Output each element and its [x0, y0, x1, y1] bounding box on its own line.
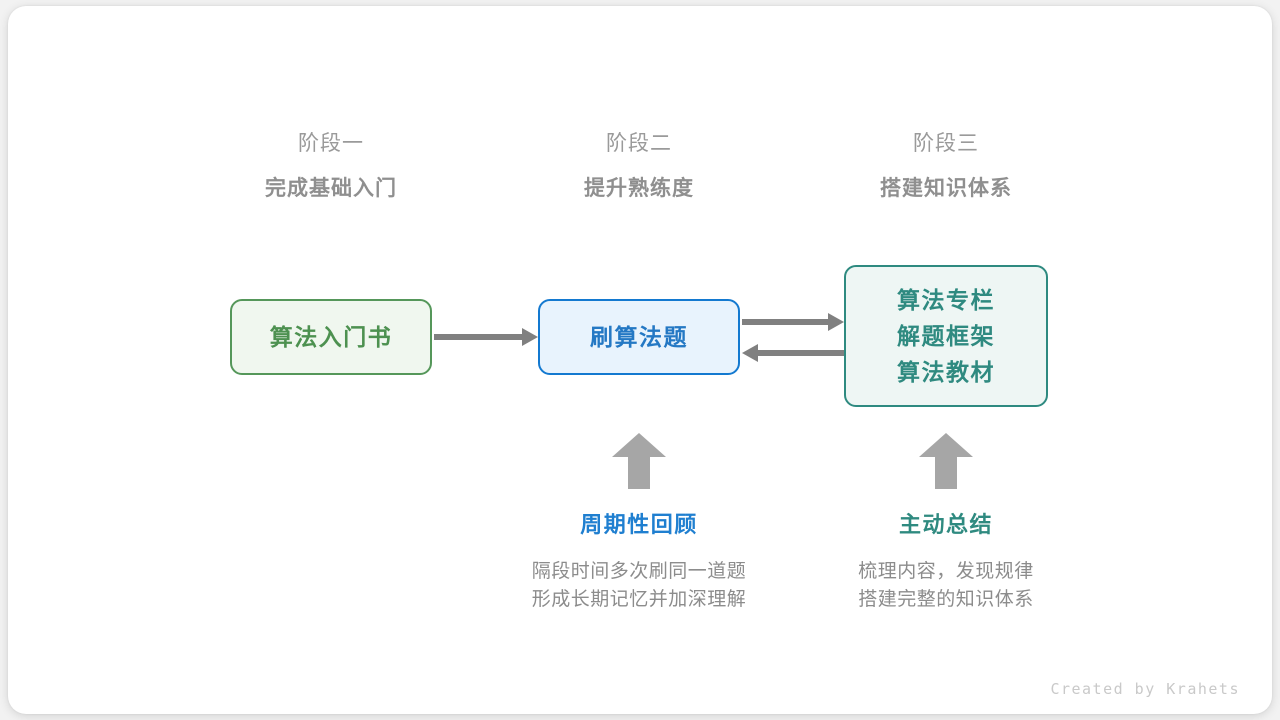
arrow-shaft — [434, 334, 522, 340]
arrow-shaft — [758, 350, 844, 356]
annotation-description-line: 搭建完整的知识体系 — [858, 589, 1034, 610]
node-algorithm-intro-book[interactable]: 算法入门书 — [230, 299, 432, 375]
annotation-periodic-review: 周期性回顾 隔段时间多次刷同一道题 形成长期记忆并加深理解 — [479, 510, 799, 614]
stage-label: 阶段一 — [298, 132, 364, 155]
annotation-description: 隔段时间多次刷同一道题 形成长期记忆并加深理解 — [479, 558, 799, 614]
arrow-shaft — [742, 319, 828, 325]
annotation-title: 主动总结 — [898, 512, 993, 537]
stage-header-1: 阶段一 完成基础入门 — [201, 131, 461, 204]
arrow-head-left-icon — [742, 344, 758, 362]
footer-credit: Created by Krahets — [1050, 680, 1240, 698]
annotation-active-summary: 主动总结 梳理内容，发现规律 搭建完整的知识体系 — [786, 510, 1106, 614]
stage-label: 阶段三 — [913, 132, 979, 155]
annotation-description-line: 形成长期记忆并加深理解 — [531, 589, 747, 610]
arrow-tip — [612, 433, 666, 457]
arrow-stem — [628, 455, 650, 489]
arrow-head-right-icon — [522, 328, 538, 346]
arrow-tip — [919, 433, 973, 457]
stage-title: 提升熟练度 — [584, 177, 694, 200]
stage-title: 搭建知识体系 — [880, 177, 1012, 200]
node-line: 算法专栏 — [897, 287, 995, 313]
node-line: 解题框架 — [897, 323, 995, 349]
annotation-description-line: 隔段时间多次刷同一道题 — [531, 561, 747, 582]
stage-title: 完成基础入门 — [265, 177, 397, 200]
arrow-up-summary-icon — [919, 433, 973, 489]
node-knowledge-resources[interactable]: 算法专栏 解题框架 算法教材 — [844, 265, 1048, 407]
stage-label: 阶段二 — [606, 132, 672, 155]
annotation-description: 梳理内容，发现规律 搭建完整的知识体系 — [786, 558, 1106, 614]
annotation-description-line: 梳理内容，发现规律 — [858, 561, 1034, 582]
arrow-up-review-icon — [612, 433, 666, 489]
annotation-title: 周期性回顾 — [580, 512, 698, 537]
arrow-stem — [935, 455, 957, 489]
node-line: 算法入门书 — [269, 324, 393, 350]
node-practice-problems[interactable]: 刷算法题 — [538, 299, 740, 375]
arrow-head-right-icon — [828, 313, 844, 331]
node-line: 算法教材 — [897, 359, 995, 385]
stage-header-3: 阶段三 搭建知识体系 — [816, 131, 1076, 204]
node-line: 刷算法题 — [590, 324, 688, 350]
stage-header-2: 阶段二 提升熟练度 — [509, 131, 769, 204]
